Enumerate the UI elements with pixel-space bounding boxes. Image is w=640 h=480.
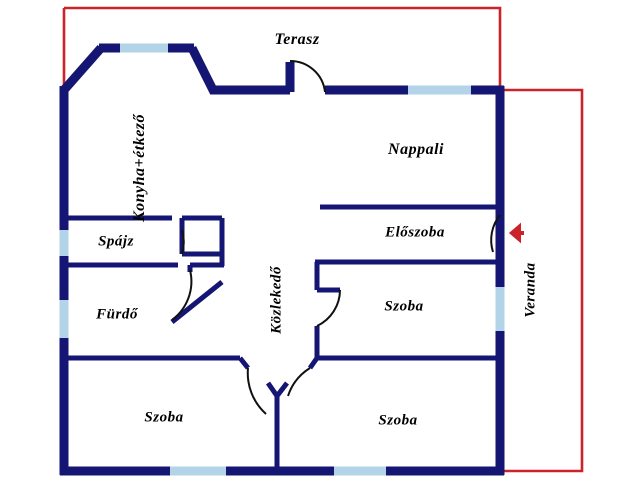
entrance-arrow: [508, 222, 524, 244]
wall-kitchen-top-diagonal: [187, 45, 219, 95]
interior-walls: [64, 204, 502, 473]
door-arc-furdo: [171, 269, 193, 321]
entrance-arrow-icon: [508, 222, 524, 244]
room-label-szoba-middle: Szoba: [384, 298, 424, 315]
door-arc-szoba-mid: [316, 289, 341, 327]
wall-furdo-diagonal: [170, 280, 224, 324]
wall-top-left-diagonal: [60, 45, 105, 93]
room-label-konyha-etkezo: Konyha+étkező: [131, 113, 148, 223]
property-boundary: [62, 6, 584, 473]
room-label-kozlekedo: Közlekedő: [268, 266, 285, 334]
windows-layer: [59, 43, 505, 476]
room-label-nappali: Nappali: [388, 141, 444, 158]
room-label-spajz: Spájz: [98, 233, 134, 250]
door-arc-terrace: [289, 59, 326, 93]
wall-kozlekedo-right-jamb: [307, 356, 320, 370]
wall-kozlekedo-left-jamb: [238, 356, 250, 370]
wall-center-pier-right: [275, 381, 289, 398]
room-label-szoba-bottom-left: Szoba: [144, 409, 184, 426]
room-label-szoba-bottom-right: Szoba: [378, 412, 418, 429]
door-arc-spajz: [181, 229, 185, 255]
door-arc-entrance: [490, 214, 501, 253]
room-label-furdo: Fürdő: [96, 306, 138, 323]
door-arc-szoba-br: [287, 367, 311, 397]
wall-center-pier-left: [265, 381, 280, 398]
room-label-eloszoba: Előszoba: [385, 224, 445, 241]
door-arc-szoba-bl: [246, 367, 267, 415]
room-label-terasz: Terasz: [274, 31, 320, 48]
exterior-walls: [59, 43, 505, 476]
door-arcs: [171, 59, 501, 415]
room-label-veranda: Veranda: [522, 262, 539, 318]
boundary-outline-right: [64, 6, 584, 473]
